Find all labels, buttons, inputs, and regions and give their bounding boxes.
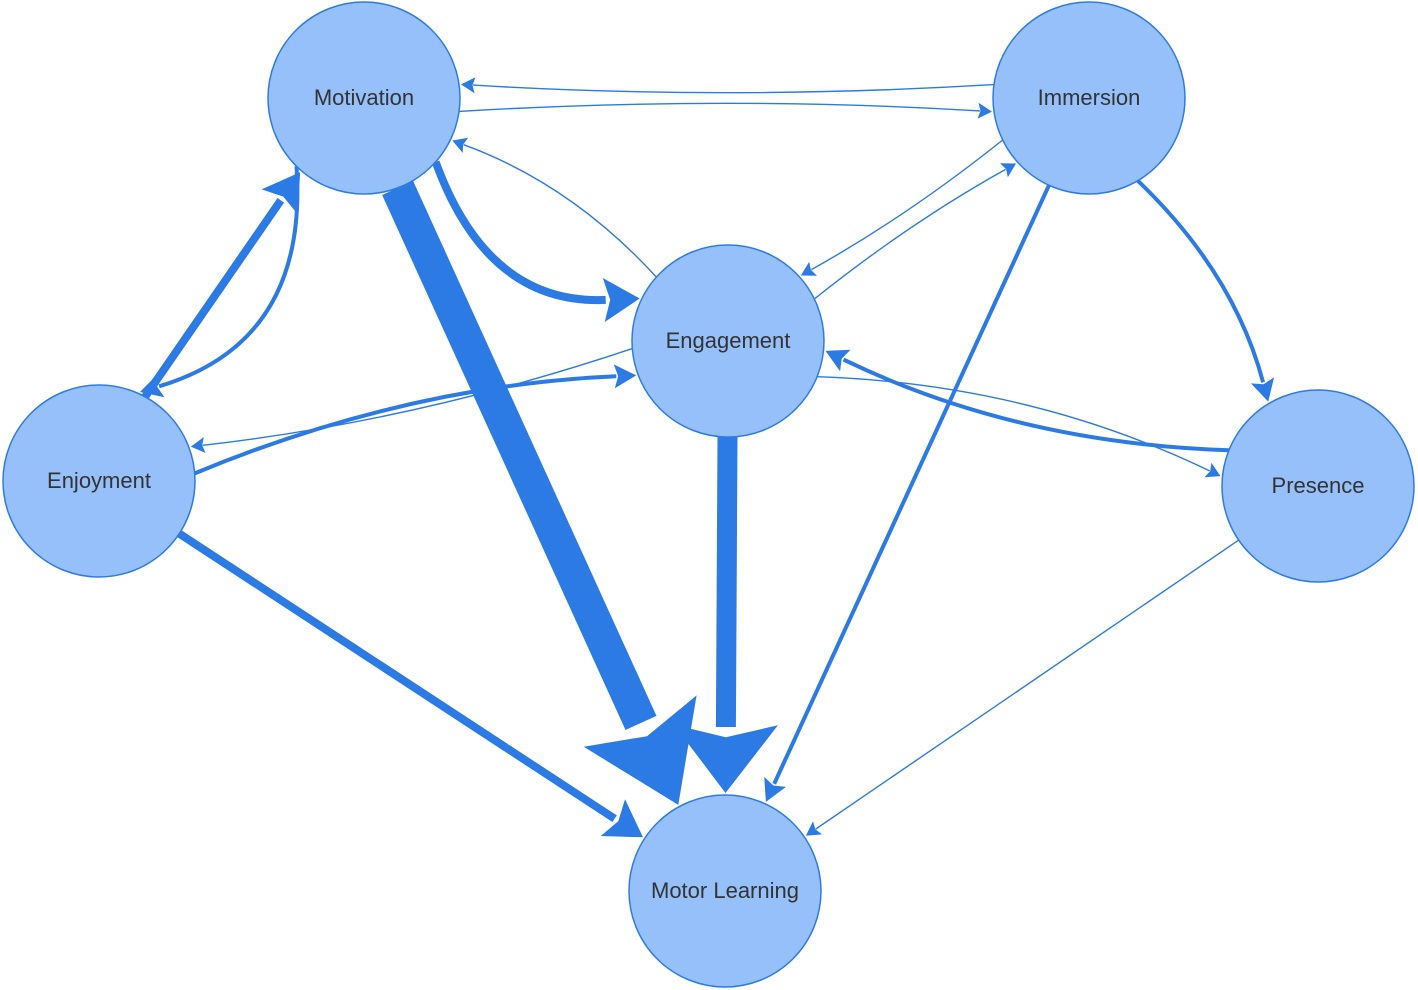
arrowhead-immersion-to-motivation: [461, 77, 476, 94]
edge-enjoyment-to-engagement: [193, 374, 617, 476]
node-motivation[interactable]: Motivation: [267, 1, 461, 195]
arrowhead-presence-to-engagement: [825, 349, 851, 372]
arrowhead-enjoyment-to-motivation: [261, 172, 301, 215]
node-presence-label: Presence: [1272, 473, 1365, 498]
arrowhead-engagement-to-presence: [1204, 462, 1221, 478]
arrowhead-immersion-to-motor-learning: [764, 776, 786, 802]
arrowhead-immersion-to-presence: [1250, 377, 1275, 402]
node-motor-learning-circle[interactable]: [628, 794, 822, 988]
edge-engagement-to-immersion: [813, 168, 1006, 300]
node-engagement-label: Engagement: [666, 328, 791, 353]
node-engagement[interactable]: Engagement: [631, 244, 825, 438]
arrowhead-engagement-to-motivation: [452, 137, 469, 153]
node-engagement-circle[interactable]: [631, 244, 825, 438]
edge-engagement-to-motor-learning: [715, 436, 738, 728]
arrowhead-motivation-to-enjoyment: [139, 374, 165, 398]
node-presence-circle[interactable]: [1221, 389, 1415, 583]
arrowhead-motivation-to-motor-learning: [583, 695, 697, 805]
edge-engagement-to-enjoyment: [202, 347, 633, 446]
node-immersion-label: Immersion: [1038, 85, 1141, 110]
edge-motivation-to-enjoyment: [158, 166, 300, 389]
edge-motivation-to-motor-learning: [382, 180, 657, 730]
node-motivation-label: Motivation: [314, 85, 414, 110]
arrowhead-motivation-to-immersion: [977, 102, 992, 119]
node-immersion-circle[interactable]: [992, 1, 1186, 195]
node-enjoyment-circle[interactable]: [2, 384, 196, 578]
edge-motivation-to-engagement: [431, 160, 606, 304]
arrowhead-engagement-to-motor-learning: [673, 724, 778, 793]
arrowhead-presence-to-motor-learning: [805, 821, 822, 836]
edge-immersion-to-motor-learning: [772, 184, 1051, 785]
node-enjoyment[interactable]: Enjoyment: [2, 384, 196, 578]
edge-enjoyment-to-motivation: [141, 198, 285, 400]
node-motor-learning[interactable]: Motor Learning: [628, 794, 822, 988]
arrowhead-engagement-to-enjoyment: [190, 437, 206, 453]
node-presence[interactable]: Presence: [1221, 389, 1415, 583]
edge-immersion-to-motivation: [472, 83, 994, 94]
arrowhead-motivation-to-engagement: [602, 278, 640, 322]
edge-presence-to-motor-learning: [815, 539, 1240, 830]
edge-enjoyment-to-motor-learning: [177, 530, 617, 823]
arrowhead-engagement-to-immersion: [1000, 163, 1017, 178]
edge-immersion-to-engagement: [811, 139, 1004, 271]
edge-motivation-to-immersion: [459, 102, 981, 113]
edge-engagement-to-motivation: [463, 144, 657, 278]
node-motivation-circle[interactable]: [267, 1, 461, 195]
arrowhead-enjoyment-to-motor-learning: [600, 799, 643, 838]
arrowhead-immersion-to-engagement: [800, 261, 817, 276]
arrowhead-enjoyment-to-engagement: [613, 364, 637, 389]
edge-presence-to-engagement: [842, 357, 1229, 453]
node-immersion[interactable]: Immersion: [992, 1, 1186, 195]
edge-immersion-to-presence: [1136, 179, 1266, 383]
edge-engagement-to-presence: [817, 376, 1211, 472]
edge-layer: [139, 77, 1275, 838]
node-motor-learning-label: Motor Learning: [651, 878, 799, 903]
node-enjoyment-label: Enjoyment: [47, 468, 151, 493]
